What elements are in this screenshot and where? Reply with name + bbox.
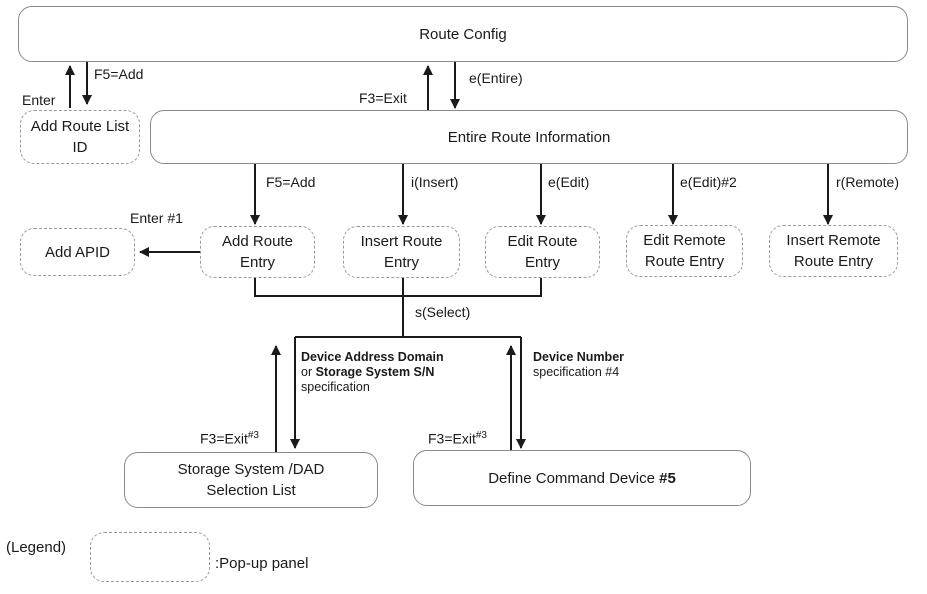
label-r-remote: r(Remote) [836, 174, 900, 190]
insert-route-entry-line2: Entry [383, 254, 419, 271]
define-command-device-text: Define Command Device [488, 469, 660, 487]
route-config-label: Route Config [419, 25, 507, 43]
add-route-entry-line1: Add Route [222, 233, 293, 250]
label-f5-add-top: F5=Add [94, 66, 144, 82]
insert-route-entry-line1: Insert Route [360, 233, 443, 250]
label-enter: Enter [22, 92, 56, 108]
define-command-device-num: #5 [659, 469, 676, 487]
label-f5-add-mid: F5=Add [266, 174, 316, 190]
label-enter-1: Enter #1 [130, 210, 183, 226]
label-dad-or: or [301, 365, 316, 379]
insert-route-entry-popup[interactable]: Insert Route Entry [343, 226, 460, 278]
insert-remote-route-entry-line2: Route Entry [793, 253, 874, 270]
label-dad-spec-line3: specification [301, 380, 370, 394]
add-route-list-id-line1: Add Route List [30, 118, 130, 135]
legend-desc: :Pop-up panel [215, 555, 309, 572]
storage-dad-selection-list-panel[interactable]: Storage System /DAD Selection List [124, 452, 378, 508]
label-dad-spec-line2: or Storage System S/N [301, 365, 444, 380]
add-route-entry-popup[interactable]: Add Route Entry [200, 226, 315, 278]
label-dad-spec-line1: Device Address Domain [301, 350, 444, 364]
select-bus [254, 276, 542, 297]
define-command-device-label: Define Command Device #5 [488, 468, 676, 489]
edit-remote-route-entry-popup[interactable]: Edit Remote Route Entry [626, 225, 743, 277]
edit-route-entry-popup[interactable]: Edit Route Entry [485, 226, 600, 278]
legend-popup-sample [90, 532, 210, 582]
storage-dad-line1: Storage System /DAD [177, 461, 325, 478]
insert-remote-route-entry-popup[interactable]: Insert Remote Route Entry [769, 225, 898, 277]
add-route-entry-line2: Entry [239, 254, 275, 271]
entire-route-info-label: Entire Route Information [447, 128, 611, 146]
label-f3-exit-left: F3=Exit#3 [200, 428, 259, 447]
label-f3-exit-right: F3=Exit#3 [428, 428, 487, 447]
label-dad-storage-sn: Storage System S/N [315, 365, 435, 379]
edit-route-entry-line1: Edit Route [507, 233, 578, 250]
label-i-insert: i(Insert) [411, 174, 459, 190]
label-devnum-spec: Device Number specification #4 [533, 350, 624, 380]
add-apid-label: Add APID [44, 243, 111, 261]
edit-route-entry-line2: Entry [524, 254, 560, 271]
insert-remote-route-entry-line1: Insert Remote [786, 232, 881, 249]
define-command-device-panel[interactable]: Define Command Device #5 [413, 450, 751, 506]
label-f3-exit-right-sup: #3 [475, 430, 487, 441]
label-devnum-line2: specification #4 [533, 365, 620, 379]
label-f3-exit-left-text: F3=Exit [200, 430, 248, 447]
entire-route-info-panel[interactable]: Entire Route Information [150, 110, 908, 164]
label-f3-exit-left-sup: #3 [247, 430, 259, 441]
edit-remote-route-entry-line2: Route Entry [644, 253, 725, 270]
label-e-entire: e(Entire) [469, 70, 523, 86]
label-devnum-line1: Device Number [533, 350, 625, 364]
add-apid-popup[interactable]: Add APID [20, 228, 135, 276]
label-f3-exit-right-text: F3=Exit [428, 430, 476, 447]
add-route-list-id-line2: ID [72, 139, 88, 156]
edit-remote-route-entry-line1: Edit Remote [643, 232, 726, 249]
label-dad-spec: Device Address Domain or Storage System … [301, 350, 444, 395]
label-s-select: s(Select) [415, 304, 471, 320]
legend-title: (Legend) [6, 539, 67, 556]
label-f3-exit-top: F3=Exit [359, 90, 407, 106]
storage-dad-line2: Selection List [206, 482, 296, 499]
route-config-panel[interactable]: Route Config [18, 6, 908, 62]
label-e-edit-2: e(Edit)#2 [680, 174, 737, 190]
label-e-edit: e(Edit) [548, 174, 590, 190]
add-route-list-id-popup[interactable]: Add Route List ID [20, 110, 140, 164]
